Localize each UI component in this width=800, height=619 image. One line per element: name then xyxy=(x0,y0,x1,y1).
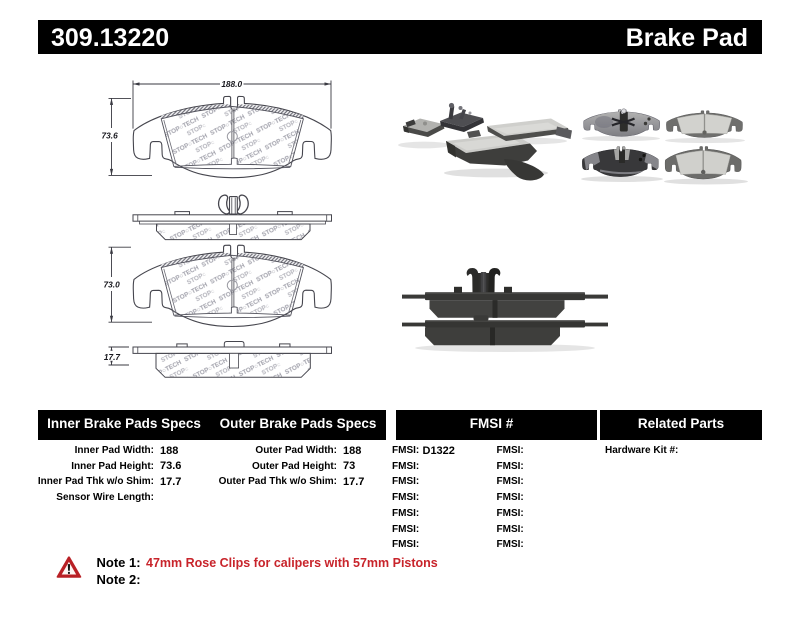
svg-text:73.0: 73.0 xyxy=(104,280,121,290)
svg-text:188.0: 188.0 xyxy=(221,79,242,89)
svg-text:73.6: 73.6 xyxy=(102,130,119,140)
svg-text:17.7: 17.7 xyxy=(104,352,121,362)
